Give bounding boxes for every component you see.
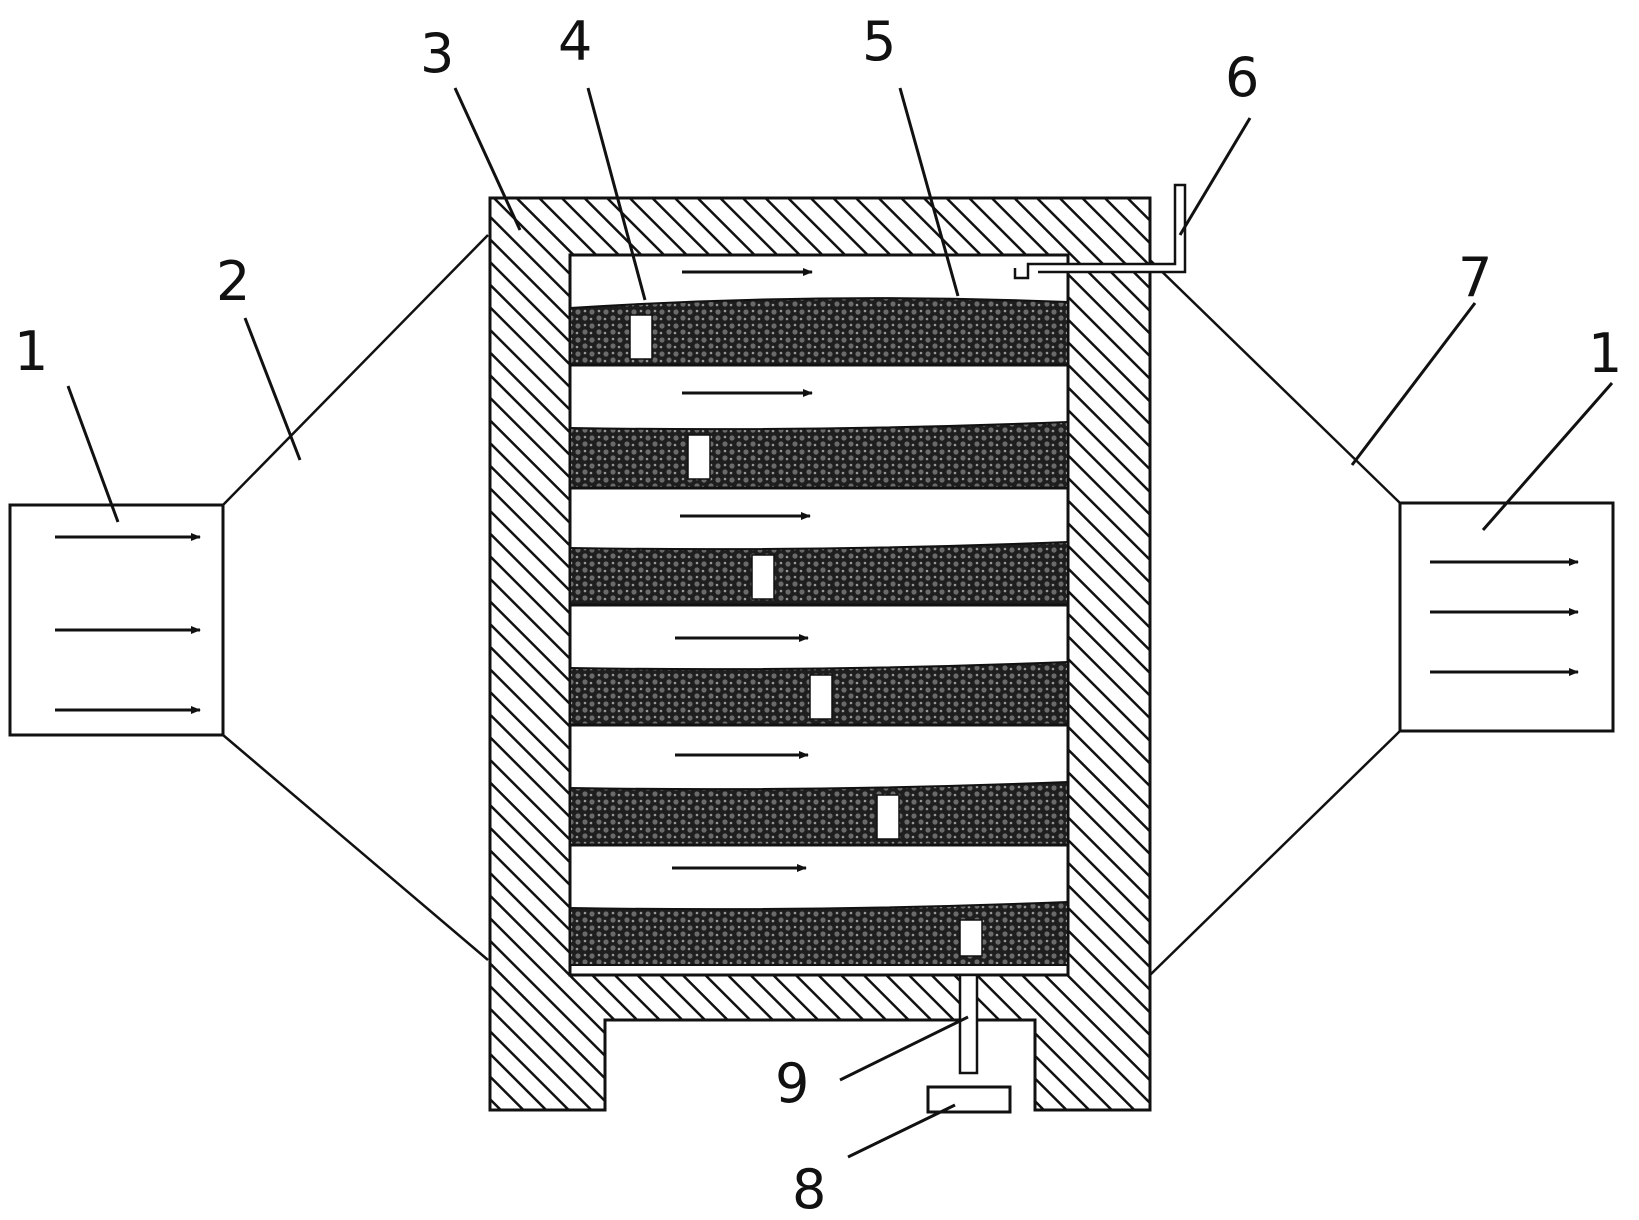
sensor-probe [809,674,833,720]
filter-layers [569,268,1069,966]
filter-media-layer [569,420,1069,489]
sensor-probe [687,434,711,480]
label-9: 9 [775,1052,809,1115]
outlet-cone [1149,259,1401,976]
filter-media-layer [569,900,1069,966]
pressure-pipe [1013,183,1187,280]
drain-assembly [926,973,1012,1114]
label-1-right: 1 [1588,322,1622,385]
label-6: 6 [1225,46,1259,109]
label-7: 7 [1458,246,1492,309]
sensor-probe [876,794,900,840]
inner-chamber [568,253,1070,977]
label-4: 4 [558,10,592,73]
sensor-probe [629,314,653,360]
filter-media-layer [569,297,1069,366]
collector-tray [926,1085,1012,1114]
label-8: 8 [792,1158,826,1220]
sensor-probe [959,919,983,957]
drain-tube [958,973,979,1075]
inlet-cone [222,234,489,961]
sensor-probe [751,554,775,600]
outlet-pipe [1398,501,1615,733]
filter-media-layer [569,780,1069,846]
filter-media-layer [569,540,1069,606]
label-2: 2 [216,250,250,313]
number-labels: 1 2 3 4 5 6 7 1 9 8 [14,10,1622,1220]
label-5: 5 [862,10,896,73]
inlet-pipe [8,503,225,737]
leader-lines [66,87,1614,1159]
label-1-left: 1 [14,320,48,383]
label-3: 3 [420,22,454,85]
